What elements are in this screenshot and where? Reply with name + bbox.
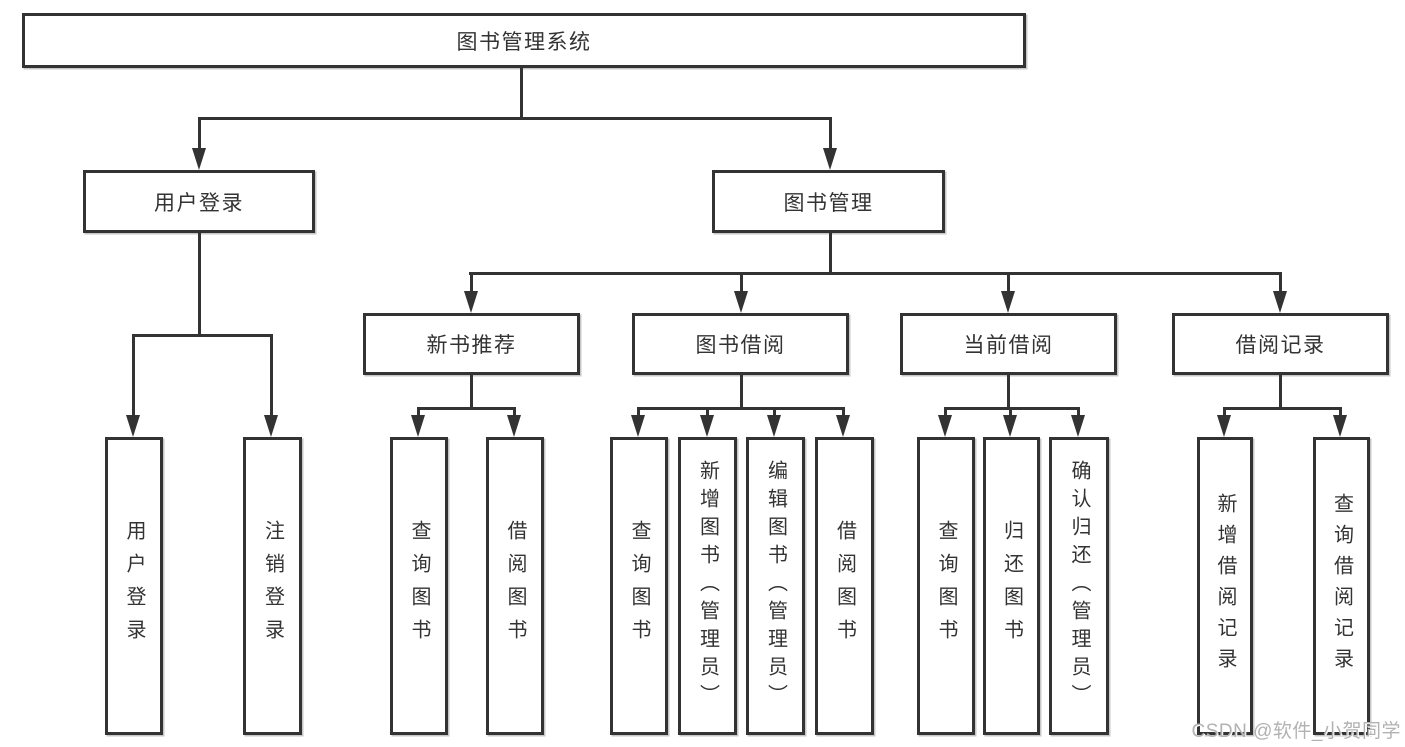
connector-line xyxy=(132,334,273,337)
node-label: 确认归还（管理员） xyxy=(1068,460,1090,712)
connector-line xyxy=(1279,272,1282,293)
arrowhead-down-icon xyxy=(734,291,748,313)
connector-line xyxy=(637,407,845,410)
connector-line xyxy=(198,232,201,336)
leaf-add-books-admin: 新增图书（管理员） xyxy=(678,437,737,735)
node-current-borrow: 当前借阅 xyxy=(900,313,1117,375)
connector-line xyxy=(417,407,420,418)
node-label: 查询借阅记录 xyxy=(1330,493,1353,679)
leaf-borrow-books-2: 借阅图书 xyxy=(815,437,874,735)
connector-line xyxy=(1007,375,1010,409)
connector-line xyxy=(270,334,273,417)
connector-line xyxy=(829,117,832,150)
node-label: 图书借阅 xyxy=(695,334,786,357)
arrowhead-down-icon xyxy=(631,415,645,437)
node-label: 图书管理系统 xyxy=(456,30,592,54)
leaf-return-books: 归还图书 xyxy=(983,437,1040,735)
connector-line xyxy=(842,407,845,418)
connector-line xyxy=(1279,375,1282,409)
arrowhead-down-icon xyxy=(938,415,952,437)
connector-line xyxy=(1223,407,1342,410)
arrowhead-down-icon xyxy=(192,148,206,170)
arrowhead-down-icon xyxy=(1333,415,1347,437)
arrowhead-down-icon xyxy=(1001,291,1015,313)
node-label: 查询图书 xyxy=(408,520,430,652)
node-book-management: 图书管理 xyxy=(712,170,945,233)
leaf-edit-books-admin: 编辑图书（管理员） xyxy=(746,437,805,735)
arrowhead-down-icon xyxy=(126,415,140,437)
leaf-logout: 注销登录 xyxy=(243,437,302,735)
arrowhead-down-icon xyxy=(464,291,478,313)
connector-line xyxy=(470,375,473,409)
connector-line xyxy=(740,375,743,409)
node-label: 编辑图书（管理员） xyxy=(764,460,787,712)
arrowhead-down-icon xyxy=(1217,415,1231,437)
leaf-borrow-books-1: 借阅图书 xyxy=(486,437,544,735)
node-new-book-recommend: 新书推荐 xyxy=(363,313,580,375)
connector-line xyxy=(944,407,1080,410)
node-label: 用户登录 xyxy=(154,191,244,215)
connector-line xyxy=(829,232,832,274)
node-label: 图书管理 xyxy=(783,191,874,215)
arrowhead-down-icon xyxy=(767,415,781,437)
leaf-user-login: 用户登录 xyxy=(105,437,163,735)
connector-line xyxy=(773,407,776,418)
arrowhead-down-icon xyxy=(411,415,425,437)
node-book-borrow: 图书借阅 xyxy=(632,313,849,375)
arrowhead-down-icon xyxy=(700,415,714,437)
node-root-library-system: 图书管理系统 xyxy=(22,13,1026,68)
connector-line xyxy=(1339,407,1342,418)
connector-line xyxy=(706,407,709,418)
arrowhead-down-icon xyxy=(836,415,850,437)
connector-line xyxy=(470,272,473,293)
connector-line xyxy=(132,334,135,417)
node-label: 查询图书 xyxy=(628,520,650,652)
leaf-query-books-1: 查询图书 xyxy=(390,437,448,735)
connector-line xyxy=(637,407,640,418)
node-label: 新书推荐 xyxy=(426,334,517,357)
leaf-query-borrow-record: 查询借阅记录 xyxy=(1313,437,1370,735)
node-user-login: 用户登录 xyxy=(83,170,315,233)
node-label: 借阅图书 xyxy=(504,520,526,652)
arrowhead-down-icon xyxy=(264,415,278,437)
arrowhead-down-icon xyxy=(1071,415,1085,437)
connector-line xyxy=(417,407,516,410)
leaf-confirm-return-admin: 确认归还（管理员） xyxy=(1049,437,1109,735)
connector-line xyxy=(1007,272,1010,293)
node-label: 当前借阅 xyxy=(963,334,1054,357)
arrowhead-down-icon xyxy=(507,415,521,437)
node-label: 借阅图书 xyxy=(833,520,856,652)
node-label: 用户登录 xyxy=(123,520,145,652)
node-borrow-records: 借阅记录 xyxy=(1172,313,1389,375)
connector-line xyxy=(1223,407,1226,418)
connector-line xyxy=(198,117,201,150)
leaf-query-books-3: 查询图书 xyxy=(917,437,975,735)
node-label: 新增图书（管理员） xyxy=(696,460,719,712)
node-label: 查询图书 xyxy=(935,520,957,652)
connector-line xyxy=(513,407,516,418)
node-label: 借阅记录 xyxy=(1235,334,1326,357)
leaf-query-books-2: 查询图书 xyxy=(610,437,668,735)
connector-line xyxy=(944,407,947,418)
arrowhead-down-icon xyxy=(1003,415,1017,437)
csdn-watermark: CSDN @软件_小贺同学 xyxy=(1191,721,1401,742)
arrowhead-down-icon xyxy=(823,148,837,170)
connector-line xyxy=(740,272,743,293)
connector-line xyxy=(198,117,831,120)
node-label: 注销登录 xyxy=(261,520,284,652)
leaf-add-borrow-record: 新增借阅记录 xyxy=(1197,437,1253,735)
connector-line xyxy=(469,272,1281,275)
node-label: 新增借阅记录 xyxy=(1214,493,1236,679)
connector-line xyxy=(520,67,523,118)
connector-line xyxy=(1077,407,1080,418)
arrowhead-down-icon xyxy=(1273,291,1287,313)
connector-line xyxy=(1009,407,1012,418)
node-label: 归还图书 xyxy=(1000,520,1023,652)
